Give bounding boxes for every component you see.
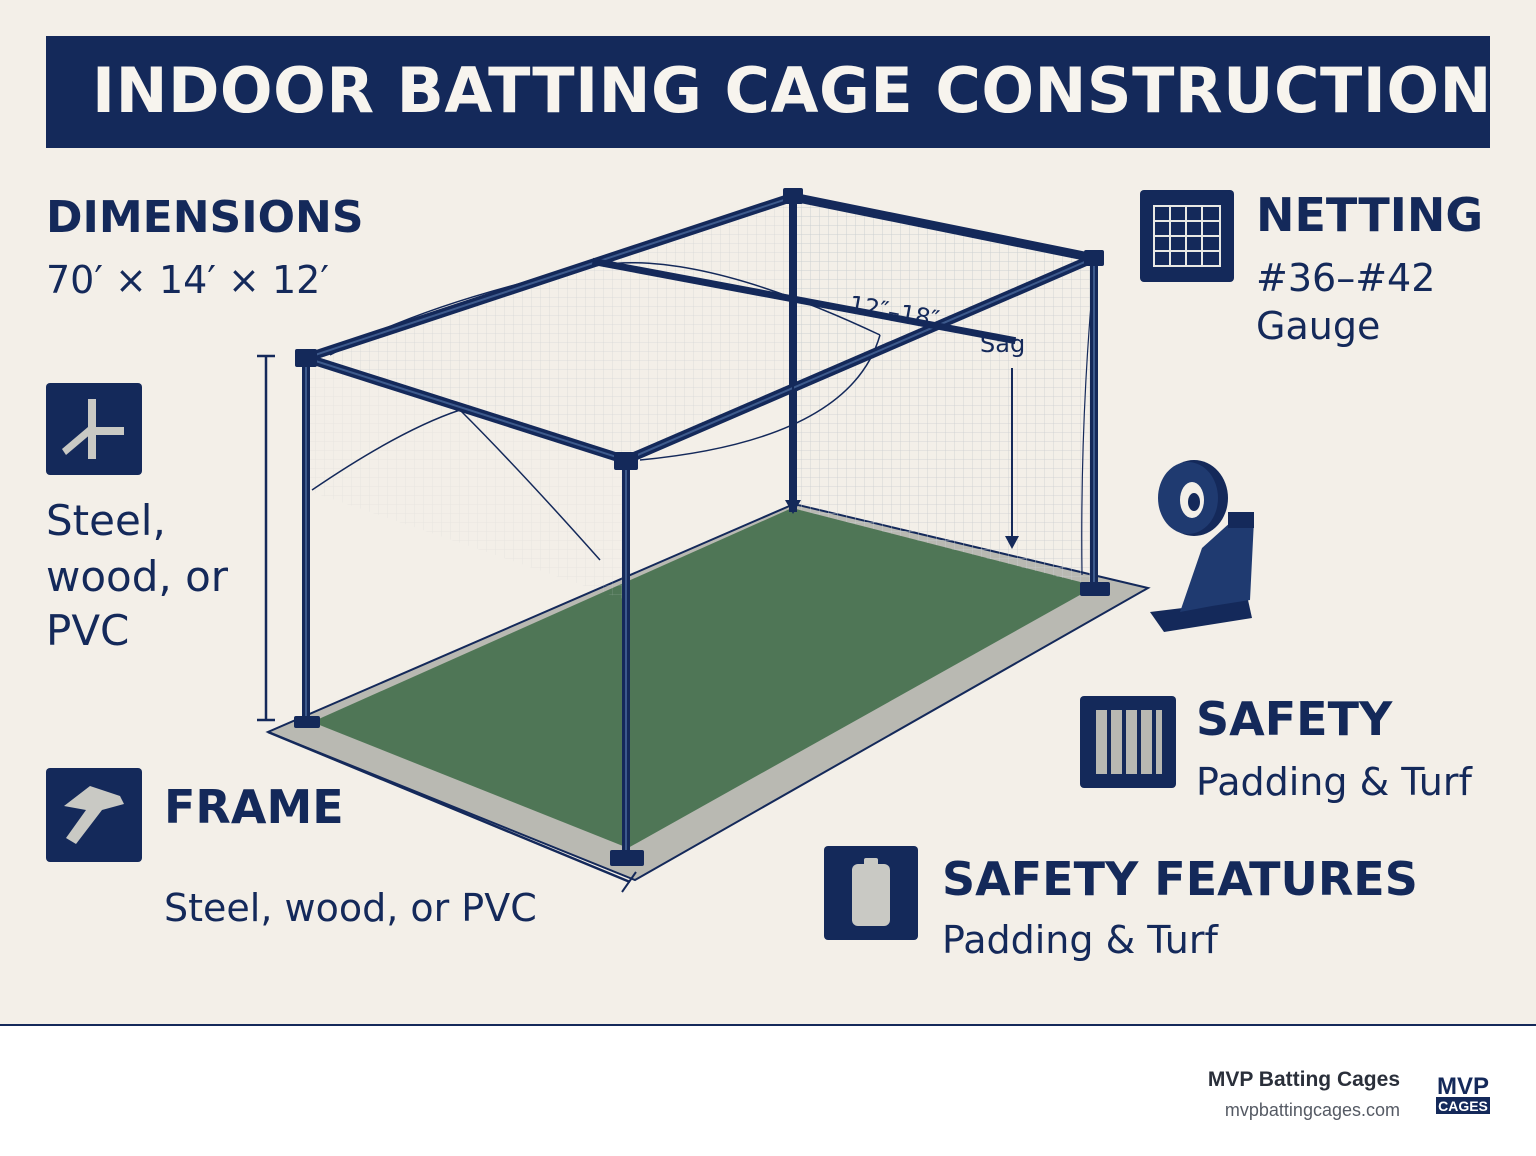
pad-icon [824,846,918,940]
netting-heading: NETTING [1256,188,1484,242]
netting-gauge-label: Gauge [1256,304,1381,348]
brand-name: MVP Batting Cages [1207,1068,1400,1091]
frame-material-line3: PVC [46,606,130,655]
cage-frame [300,191,1100,862]
frame-joint-icon [46,383,142,475]
net-grid-icon [1140,190,1234,282]
net-roof [306,197,1094,460]
padding-panel-icon [1080,696,1176,788]
frame-heading: FRAME [164,780,344,834]
net-sag-curve [599,262,881,336]
footer: MVP Batting Cages mvpbattingcages.com MV… [0,1024,1536,1156]
pitching-machine [1150,460,1254,632]
safety-features-heading: SAFETY FEATURES [942,852,1418,906]
net-sag-curve [311,409,461,491]
dimensions-heading: DIMENSIONS [46,192,364,243]
turf-floor [312,508,1096,848]
svg-text:CAGES: CAGES [1438,1098,1488,1114]
svg-text:MVP: MVP [1437,1073,1489,1100]
net-sag-curve [459,409,601,561]
sag-label: Sag [980,330,1025,358]
frame-connectors [294,188,1110,866]
net-left-wall [306,358,626,600]
page-title: INDOOR BATTING CAGE CONSTRUCTION [92,54,1492,127]
dimensions-value: 70′ × 14′ × 12′ [46,258,329,302]
netting-gauge-range: #36–#42 [1256,256,1436,300]
length-dimension-line [267,730,631,884]
brand-url[interactable]: mvpbattingcages.com [1224,1100,1400,1120]
net-sag-curve [639,334,881,461]
safety-features-text: Padding & Turf [942,918,1218,962]
frame-material-line2: wood, or [46,552,229,601]
title-banner: INDOOR BATTING CAGE CONSTRUCTION [46,36,1492,148]
frame-text: Steel, wood, or PVC [164,886,537,930]
safety-heading: SAFETY [1196,692,1393,746]
mvp-cages-logo: MVP CAGES [1436,1073,1490,1114]
safety-text: Padding & Turf [1196,760,1472,804]
frame-material-line1: Steel, [46,496,166,545]
hammer-icon [46,768,142,862]
